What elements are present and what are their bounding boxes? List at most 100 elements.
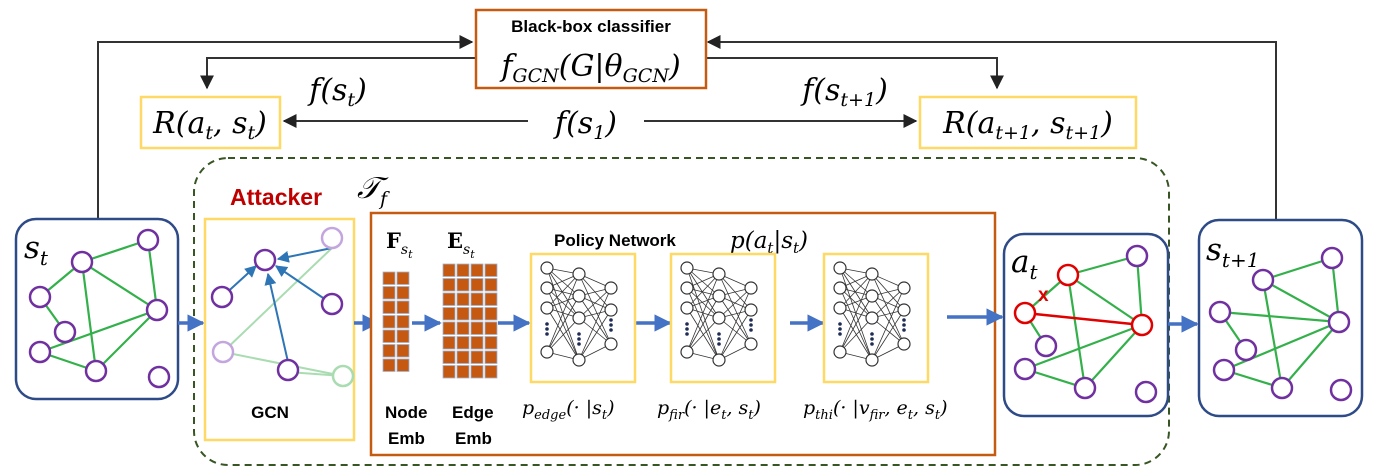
subnetwork-neuron [572,289,586,303]
state-st-graph: st [14,217,180,401]
subnetwork-neuron [712,353,726,367]
edge-emb-cell [456,307,470,321]
state-st-label: st [24,230,49,270]
subnetwork-connection [578,295,612,345]
subnetwork-connection [686,273,720,353]
subnetwork-ellipsis-dot [577,332,581,336]
subnetwork-connection [686,295,720,353]
subnetwork-connection [718,287,752,361]
label-f-st1: f(st+1) [800,73,888,111]
subnetwork-ellipsis-dot [609,328,613,332]
subnetwork-connection [718,287,752,319]
subnetwork-connection [871,287,905,361]
subnetwork-connection [546,267,580,319]
edge-emb-label-line1: Edge [452,403,494,422]
node-emb-cell [396,271,410,285]
subnetwork-ellipsis-dot [685,322,689,326]
subnetwork-connection [839,273,873,353]
subnetwork-ellipsis-dot [749,328,753,332]
subnetwork-neuron [897,281,911,295]
edge-emb-cell [470,263,484,277]
subnetwork-neuron [712,311,726,325]
node-emb-cell [382,315,396,329]
subnetwork-ellipsis-dot [545,332,549,336]
subnetwork-connection [578,273,612,345]
subnetwork-connection [871,273,905,345]
attacker-label: Attacker [230,184,322,210]
subnetwork-connection [718,317,752,345]
node-emb-cell [382,286,396,300]
subnetwork-neuron [897,337,911,351]
policy-head-first: pfir(· |et, st) [657,397,761,423]
edge-emb-cell [456,292,470,306]
edge-emb-cell [484,336,498,350]
subnetwork-neuron [833,301,847,315]
edge-emb-cell [456,321,470,335]
node-emb-cell [382,329,396,343]
edge-emb-cell [442,321,456,335]
reward-right-box: R(at+1, st+1) [918,95,1138,150]
edge-emb-cell [442,307,456,321]
node-emb-cell [382,344,396,358]
policy-subnetworks [529,252,930,384]
subnetwork-ellipsis-dot [838,327,842,331]
edge-emb-cell [484,365,498,379]
subnetwork-connection [546,307,580,361]
gcn-box: GCN [203,217,356,442]
subnetwork-connection [546,273,580,309]
subnetwork-neuron [604,281,618,295]
attacker-container [193,157,1170,466]
subnetwork-neuron [712,267,726,281]
classifier-title: Black-box classifier [511,17,671,36]
subnetwork-neuron [744,337,758,351]
subnetwork-connection [839,287,873,319]
subnetwork-ellipsis-dot [902,323,906,327]
edge-emb-cell [484,350,498,364]
subnetwork-connection [718,309,752,361]
label-f-st: f(st) [307,73,367,111]
node-emb-cell [396,358,410,372]
subnetwork-neuron [572,353,586,367]
edge-emb-cell [484,321,498,335]
subnetwork-neuron [572,311,586,325]
node-emb-label-line2: Emb [388,429,425,448]
arrow-st1-to-classifier [706,35,1277,220]
subnetwork-connection [718,273,752,345]
subnetwork-neuron [744,303,758,317]
subnetwork-ellipsis-dot [577,342,581,346]
edge-emb-cell [442,365,456,379]
reward-left-box: R(at, st) [139,95,282,150]
node-emb-cell [396,286,410,300]
subnetwork-ellipsis-dot [609,318,613,322]
edge-emb-cell [470,278,484,292]
subnetwork-neuron [865,267,879,281]
subnetwork-neuron [865,353,879,367]
subnetwork-ellipsis-dot [902,328,906,332]
edge-emb-cell [442,350,456,364]
subnetwork-connection [871,287,905,319]
node-emb-cell [396,300,410,314]
subnetwork-connection [546,267,580,297]
edge-emb-cell [442,278,456,292]
subnetwork-neuron [833,281,847,295]
subnetwork-connection [578,309,612,361]
subnetwork-neuron [897,303,911,317]
edge-emb-cell [470,321,484,335]
subnetwork-connection [839,307,873,361]
action-remove-mark: x [1038,285,1049,306]
edge-emb-cell [484,307,498,321]
edge-emb-cell [484,263,498,277]
subnetwork-ellipsis-dot [870,337,874,341]
subnetwork-neuron [865,311,879,325]
edge-emb-cell [484,292,498,306]
policy-subnetwork-3 [822,252,930,384]
subnetwork-connection [718,295,752,345]
attacker-symbol: 𝒯f [357,171,390,210]
edge-emb-cell [456,263,470,277]
subnetwork-connection [686,307,720,361]
subnetwork-neuron [540,261,554,275]
subnetwork-connection [686,267,720,297]
subnetwork-ellipsis-dot [717,332,721,336]
edge-emb-cell [470,307,484,321]
policy-subnetwork-1 [529,252,637,384]
